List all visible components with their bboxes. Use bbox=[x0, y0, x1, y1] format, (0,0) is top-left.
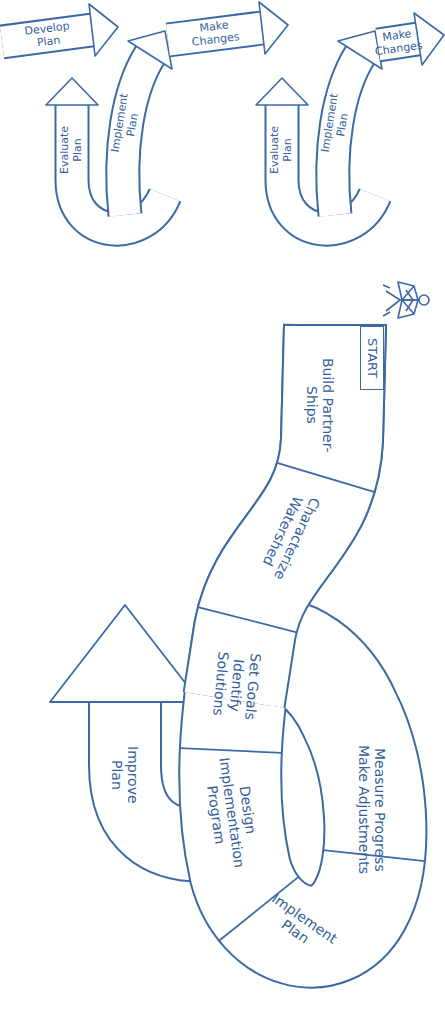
road-segment: Measure Progress Make Adjustments bbox=[342, 735, 402, 885]
figure-umbrella-rib bbox=[402, 300, 414, 314]
node-label: START bbox=[365, 338, 380, 378]
figure-leg bbox=[386, 291, 400, 300]
node-label: Design Implementation Program bbox=[199, 747, 264, 878]
node-label: Evaluate Plan bbox=[269, 120, 294, 180]
improve-arrow: Improve Plan bbox=[95, 730, 155, 820]
road-segment: Set Goals Identify Solutions bbox=[197, 627, 276, 743]
node-label: Make Changes bbox=[184, 18, 247, 50]
road-divider bbox=[198, 607, 297, 632]
walker-figure bbox=[383, 282, 429, 318]
flow-arrow: Evaluate Plan bbox=[57, 120, 87, 180]
flow-arrow: Evaluate Plan bbox=[267, 120, 297, 180]
arrow-head bbox=[89, 4, 118, 56]
arrow-head bbox=[128, 31, 172, 69]
road-divider bbox=[277, 463, 375, 492]
arrow-head bbox=[46, 78, 98, 105]
road-band-top bbox=[234, 325, 335, 700]
node-label: Set Goals Identify Solutions bbox=[208, 628, 266, 742]
road-divider bbox=[180, 748, 282, 753]
road-dividers bbox=[180, 463, 425, 941]
figure-umbrella bbox=[398, 282, 418, 318]
node-label: Improve Plan bbox=[109, 730, 141, 820]
figure-leg bbox=[386, 300, 400, 311]
road-band bbox=[230, 325, 375, 937]
arrow-head bbox=[259, 2, 288, 54]
node-label: Measure Progress Make Adjustments bbox=[356, 735, 388, 885]
road-outline bbox=[230, 325, 375, 937]
road-segment: Build Partner- Ships bbox=[285, 350, 355, 460]
node-label: Build Partner- Ships bbox=[304, 350, 336, 460]
node-label: Evaluate Plan bbox=[59, 120, 84, 180]
node-label: Make Changes bbox=[371, 27, 424, 59]
start-tab: START bbox=[360, 326, 384, 390]
figure-umbrella-rib bbox=[402, 299, 418, 301]
road-outline-top bbox=[234, 325, 335, 700]
figure-head bbox=[419, 295, 429, 305]
arrow-head bbox=[256, 78, 308, 105]
figure-foot bbox=[383, 312, 390, 316]
figure-umbrella-rib bbox=[402, 286, 414, 300]
figure-foot bbox=[383, 285, 390, 288]
node-label: Develop Plan bbox=[17, 20, 80, 52]
improve-arrow-head bbox=[50, 605, 200, 702]
